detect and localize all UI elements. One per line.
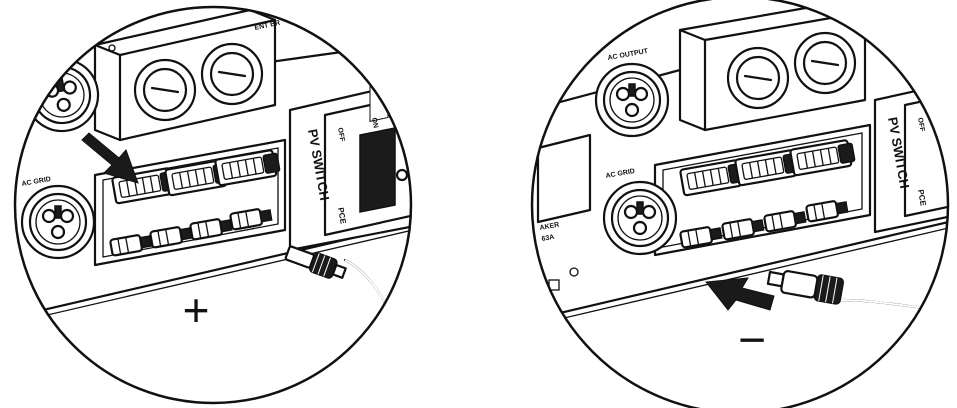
pce-label: PCE <box>916 189 928 207</box>
up-left-arrow-icon <box>705 277 775 311</box>
cable-gland-box <box>678 0 867 132</box>
right-panel: AC OUTPUT AKER 63A PV SWITCH OFF PCE <box>530 0 950 408</box>
pv-switch-panel <box>288 56 411 252</box>
pv-switch-on-label: ON <box>370 117 379 129</box>
cable-gland-box <box>93 8 277 142</box>
pv-switch-off-label: OFF <box>916 117 925 133</box>
ac-output-socket <box>594 62 670 138</box>
right-panel-border <box>530 0 950 408</box>
breaker-rating: 63A <box>541 234 555 243</box>
positive-sign: + <box>183 284 210 336</box>
ac-grid-socket <box>20 184 96 260</box>
pce-label: PCE <box>336 207 348 225</box>
ac-grid-socket <box>602 180 678 256</box>
left-panel-border <box>13 5 413 405</box>
breaker-label: AKER <box>539 222 560 232</box>
left-panel: ENT BR PV SWITCH OFF ON PCE <box>13 5 413 405</box>
pv-switch-panel <box>873 80 948 234</box>
negative-sign: − <box>738 314 766 367</box>
down-right-arrow-icon <box>81 132 139 184</box>
pv-switch-off-label: OFF <box>336 127 345 143</box>
